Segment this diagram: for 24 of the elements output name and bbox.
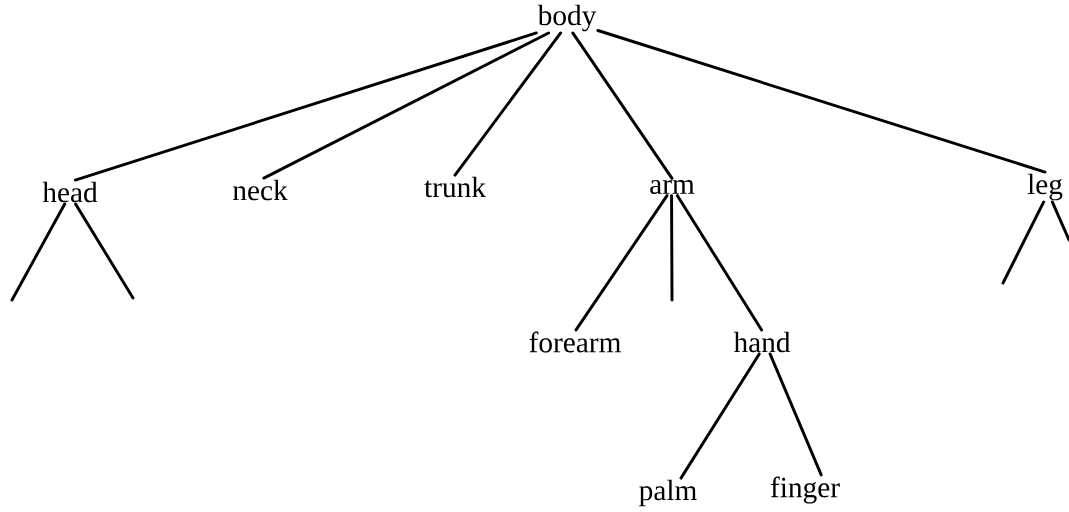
word-label: body [537, 4, 597, 32]
word-label: head [42, 181, 98, 203]
tree-line [262, 31, 551, 180]
tree-line [74, 202, 135, 300]
word-label: hand [733, 331, 791, 353]
word-label: neck [233, 179, 288, 201]
tree-line [574, 194, 669, 332]
tree-line [1001, 200, 1046, 285]
tree-line [10, 202, 67, 302]
tree-line [596, 29, 1047, 174]
tree-line [670, 194, 674, 302]
word-label: palm [639, 479, 697, 507]
tree-line [679, 352, 761, 480]
tree-line [768, 352, 823, 477]
tree-line [1050, 200, 1069, 242]
tree-line [73, 31, 538, 182]
tree-line [453, 31, 563, 177]
word-label: leg [1027, 173, 1063, 201]
word-label: trunk [424, 176, 486, 198]
tree-line [675, 194, 764, 332]
tree-line [571, 31, 674, 180]
word-label: forearm [529, 331, 621, 353]
word-label: finger [770, 476, 840, 504]
word-label: arm [650, 179, 695, 195]
